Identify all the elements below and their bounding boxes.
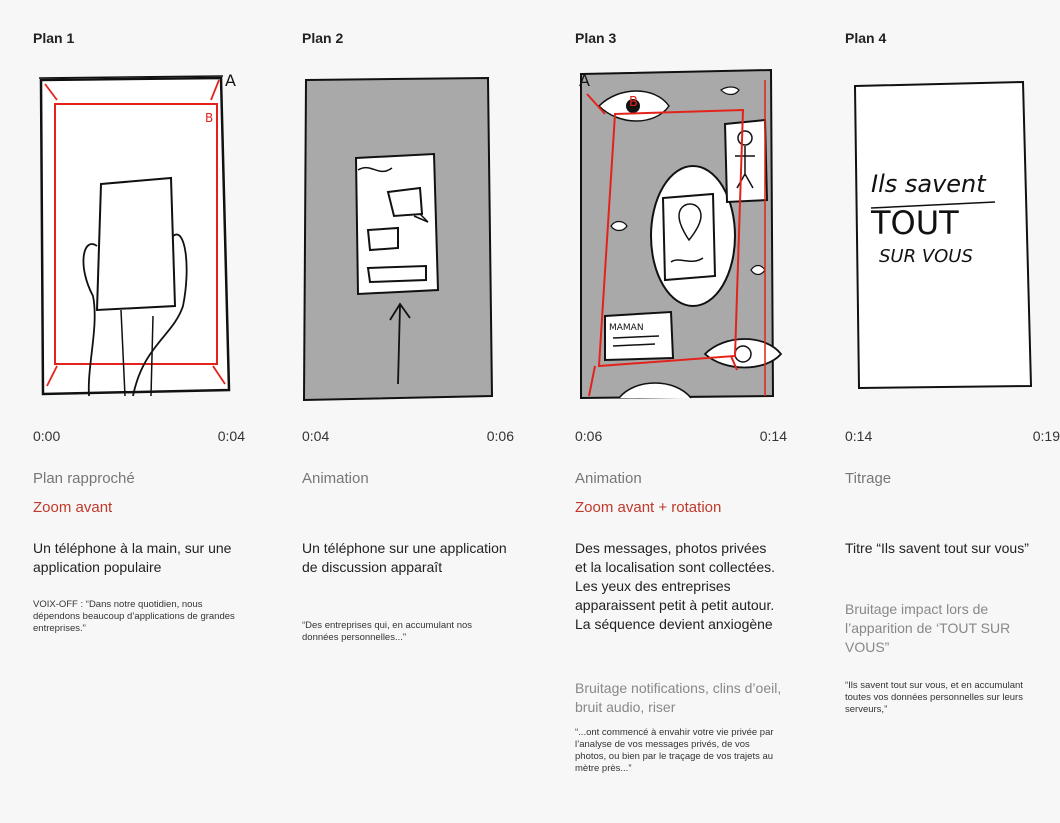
sketch-title-line-3: SUR VOUS	[879, 246, 973, 267]
sketch-title-line-2: TOUT	[870, 204, 959, 242]
shot-type: Animation	[575, 470, 642, 487]
voiceover-text: VOIX-OFF : “Dans notre quotidien, nous d…	[33, 599, 238, 635]
start-time: 0:06	[575, 428, 602, 444]
sketch-label-maman: MAMAN	[609, 323, 644, 333]
voiceover-text: “Ils savent tout sur vous, et en accumul…	[845, 680, 1045, 716]
plan-3-sketch: A B MAMAN	[575, 66, 800, 406]
sketch-label-b: B	[205, 111, 213, 125]
camera-movement: Zoom avant	[33, 499, 112, 516]
sound-description: Bruitage impact lors de l’apparition de …	[845, 600, 1045, 657]
start-time: 0:04	[302, 428, 329, 444]
end-time: 0:04	[218, 428, 245, 444]
plan-title: Plan 4	[845, 30, 886, 46]
sound-description: Bruitage notifications, clins d’oeil, br…	[575, 679, 785, 717]
plan-description: Un téléphone à la main, sur une applicat…	[33, 539, 238, 577]
sketch-label-b: B	[629, 95, 638, 110]
sketch-label-a: A	[579, 71, 590, 90]
sketch-label-a: A	[225, 71, 236, 90]
camera-movement: Zoom avant + rotation	[575, 499, 721, 516]
plan-2-sketch	[302, 66, 527, 406]
start-time: 0:14	[845, 428, 872, 444]
plan-4-sketch: Ils savent TOUT SUR VOUS	[845, 66, 1060, 406]
start-time: 0:00	[33, 428, 60, 444]
end-time: 0:14	[760, 428, 787, 444]
shot-type: Animation	[302, 470, 369, 487]
plan-title: Plan 2	[302, 30, 343, 46]
plan-description: Un téléphone sur une application de disc…	[302, 539, 507, 577]
end-time: 0:06	[487, 428, 514, 444]
shot-type: Titrage	[845, 470, 891, 487]
voiceover-text: “...ont commencé à envahir votre vie pri…	[575, 727, 780, 775]
plan-description: Des messages, photos privées et la local…	[575, 539, 780, 634]
plan-description: Titre “Ils savent tout sur vous”	[845, 539, 1045, 558]
plan-1-sketch: A B	[33, 66, 258, 406]
end-time: 0:19	[1033, 428, 1060, 444]
plan-title: Plan 1	[33, 30, 74, 46]
shot-type: Plan rapproché	[33, 470, 135, 487]
plan-title: Plan 3	[575, 30, 616, 46]
voiceover-text: “Des entreprises qui, en accumulant nos …	[302, 620, 507, 644]
sketch-title-line-1: Ils savent	[871, 170, 987, 198]
